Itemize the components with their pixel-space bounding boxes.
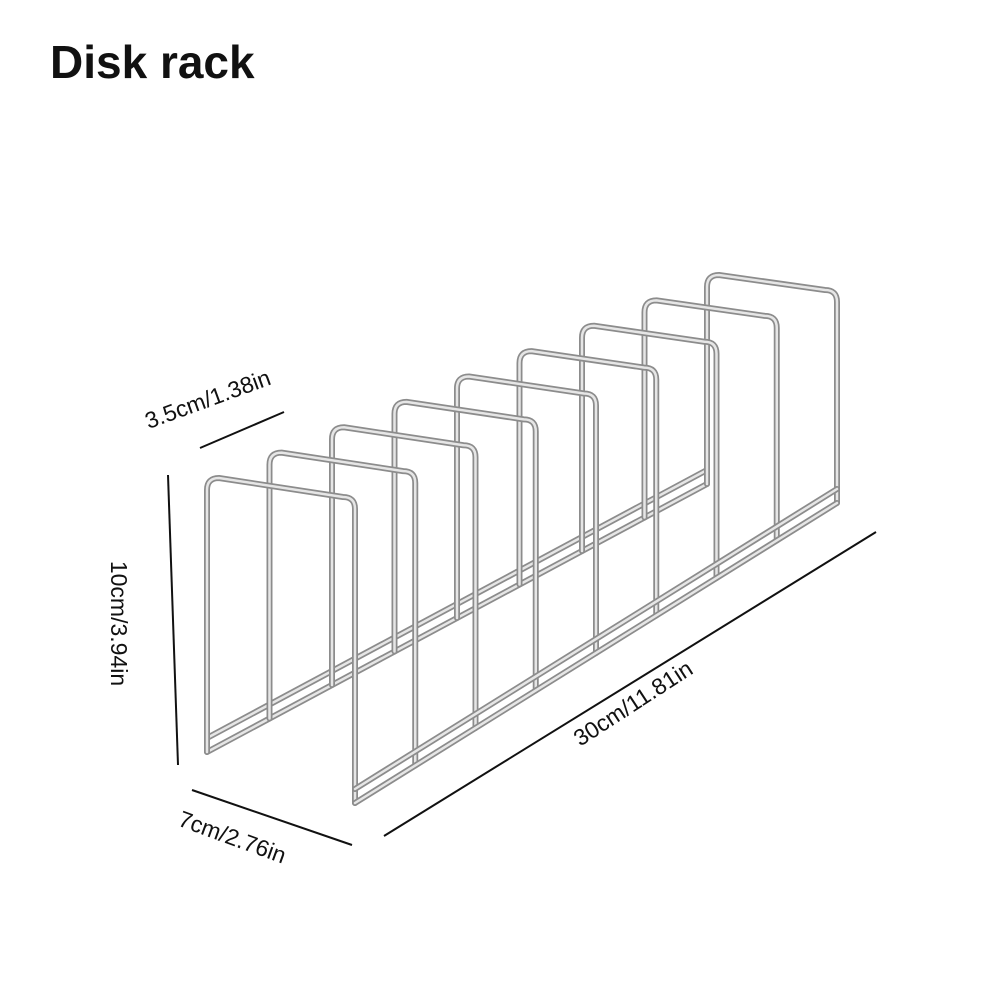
dimension-lines [167,411,877,846]
front-rail-highlight [353,501,839,805]
front-rail-highlight [353,487,839,791]
divider-wire-highlight [330,426,477,730]
divider-wires [204,272,840,806]
divider-wire-highlight [580,324,718,580]
dimension-line-depth [191,789,353,846]
divider-wire-highlight [393,400,537,692]
divider-wire-highlight [268,451,417,767]
dimension-line-length [383,531,877,837]
front-rails [352,486,840,806]
divider-wire-highlight [455,375,598,655]
divider-wire-highlight [705,273,839,505]
dimension-line-slot-width [199,411,285,449]
divider-wire-highlight [518,349,658,617]
divider-wire-highlight [643,299,778,542]
page-title: Disk rack [50,36,255,88]
dimension-label-height: 10cm/3.94in [106,560,133,687]
dimension-line-height [167,474,179,766]
divider-wire-highlight [205,476,357,805]
